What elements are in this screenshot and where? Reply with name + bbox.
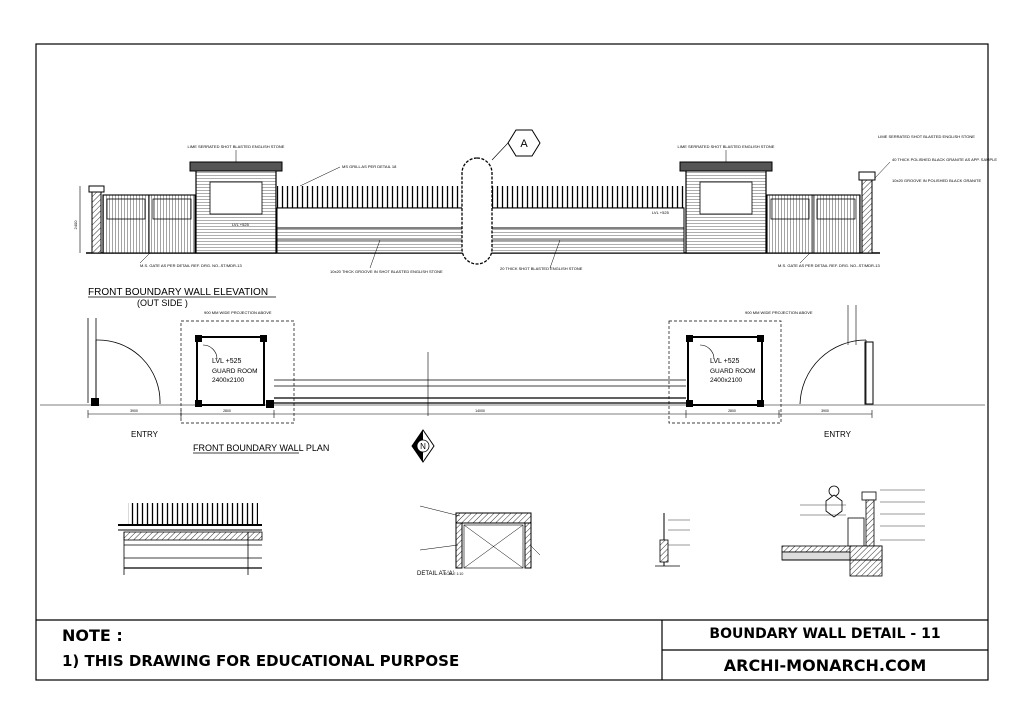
note-stone-bottom: 20 THICK SHOT BLASTED ENGLISH STONE bbox=[500, 266, 583, 271]
note-gate-right: M.S. GATE AS PER DETAIL REF. DRG. NO.-ST… bbox=[778, 263, 880, 268]
lvl-right-elev: LVL +525 bbox=[652, 210, 670, 215]
plan-dim-3: 14000 bbox=[475, 409, 485, 413]
detail-a-scale: SCALE 1:10 bbox=[444, 572, 463, 576]
elevation-height-dim: 2400 bbox=[73, 220, 78, 230]
drawing-title: BOUNDARY WALL DETAIL - 11 bbox=[709, 626, 941, 642]
elevation-title: FRONT BOUNDARY WALL ELEVATION bbox=[88, 287, 268, 298]
note-groove-far-right: 10x20 GROOVE IN POLISHED BLACK GRANITE bbox=[892, 178, 981, 183]
guard-right-size: 2400x2100 bbox=[710, 377, 743, 384]
projection-left: 900 MM WIDE PROJECTION ABOVE bbox=[204, 310, 272, 315]
note-groove-bottom: 10x20 THICK GROOVE IN SHOT BLASTED ENGLI… bbox=[330, 269, 443, 274]
plan-dim-2: 2800 bbox=[223, 409, 231, 413]
sheet-border bbox=[35, 43, 989, 681]
note-polished-black: 40 THICK POLISHED BLACK GRANITE AS APP. … bbox=[892, 157, 997, 162]
plan-dim-4: 2800 bbox=[728, 409, 736, 413]
detail-post-section bbox=[655, 513, 690, 567]
plan-title: FRONT BOUNDARY WALL PLAN bbox=[193, 443, 329, 453]
entry-left: ENTRY bbox=[131, 430, 159, 439]
note-grill: MS GRILL AS PER DETAIL 18 bbox=[342, 164, 397, 169]
elevation-subtitle: (OUT SIDE ) bbox=[137, 298, 188, 308]
guard-left-level: LVL +525 bbox=[212, 358, 241, 365]
projection-right: 900 MM WIDE PROJECTION ABOVE bbox=[745, 310, 813, 315]
detail-a-title: DETAIL AT 'A' bbox=[417, 571, 454, 577]
detail-foundation-section bbox=[781, 485, 925, 577]
entry-right: ENTRY bbox=[824, 430, 852, 439]
lvl-left-elev: LVL +525 bbox=[232, 222, 250, 227]
guard-left-size: 2400x2100 bbox=[212, 377, 245, 384]
callout-label: A bbox=[520, 138, 528, 150]
website-label: ARCHI-MONARCH.COM bbox=[723, 656, 927, 675]
front-plan bbox=[40, 305, 985, 463]
plan-dim-5: 3900 bbox=[821, 409, 829, 413]
detail-at-a bbox=[419, 505, 541, 569]
note-stone-left: LIME SERRATED SHOT BLASTED ENGLISH STONE bbox=[188, 144, 285, 149]
front-elevation: A 2400 bbox=[73, 129, 891, 269]
detail-railing-section bbox=[118, 503, 263, 575]
note-stone-far-right: LIME SERRATED SHOT BLASTED ENGLISH STONE bbox=[878, 134, 975, 139]
note-heading: NOTE : bbox=[62, 626, 123, 645]
note-line: 1) THIS DRAWING FOR EDUCATIONAL PURPOSE bbox=[62, 652, 460, 670]
north-symbol-label: N bbox=[420, 442, 426, 451]
guard-right-level: LVL +525 bbox=[710, 358, 739, 365]
note-stone-right: LIME SERRATED SHOT BLASTED ENGLISH STONE bbox=[678, 144, 775, 149]
plan-dim-1: 3900 bbox=[130, 409, 138, 413]
note-gate-left: M.S. GATE AS PER DETAIL REF. DRG. NO.-ST… bbox=[140, 263, 242, 268]
title-block bbox=[36, 619, 988, 680]
guard-right-name: GUARD ROOM bbox=[710, 368, 756, 375]
guard-left-name: GUARD ROOM bbox=[212, 368, 258, 375]
